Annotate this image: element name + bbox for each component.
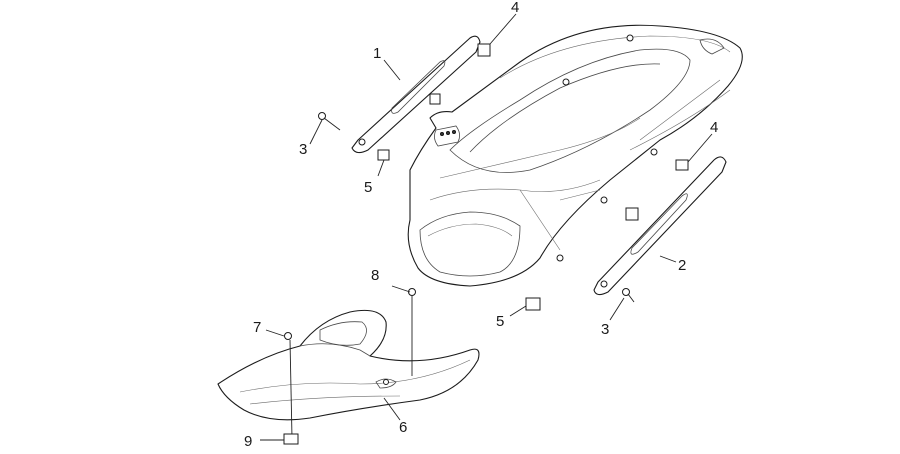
callout-1: 1 — [373, 45, 381, 62]
callout-3-right: 3 — [601, 321, 609, 338]
callout-4-right: 4 — [710, 119, 718, 136]
part-2-right-side-trim — [593, 156, 727, 296]
callout-5-right: 5 — [496, 313, 504, 330]
nut-5-lower — [525, 297, 541, 311]
callout-7: 7 — [253, 319, 261, 336]
callout-9: 9 — [244, 433, 252, 450]
clip-4-upper — [429, 43, 491, 105]
callout-8: 8 — [371, 267, 379, 284]
screw-8 — [408, 288, 416, 376]
part-1-left-side-trim — [351, 35, 481, 154]
screw-7 — [284, 332, 293, 439]
rear-body-cowl — [407, 24, 743, 287]
callout-6: 6 — [399, 419, 407, 436]
nut-5-upper — [377, 149, 390, 161]
nut-9 — [283, 433, 299, 445]
callout-2: 2 — [678, 257, 686, 274]
screw-3-lower — [622, 288, 635, 303]
screw-3-upper — [318, 112, 341, 131]
callout-4-top: 4 — [511, 0, 519, 16]
clip-4-lower — [625, 159, 689, 221]
part-6-undertray — [217, 309, 480, 421]
leader-lines — [260, 13, 713, 441]
callout-3-left: 3 — [299, 141, 307, 158]
callout-5-left: 5 — [364, 179, 372, 196]
